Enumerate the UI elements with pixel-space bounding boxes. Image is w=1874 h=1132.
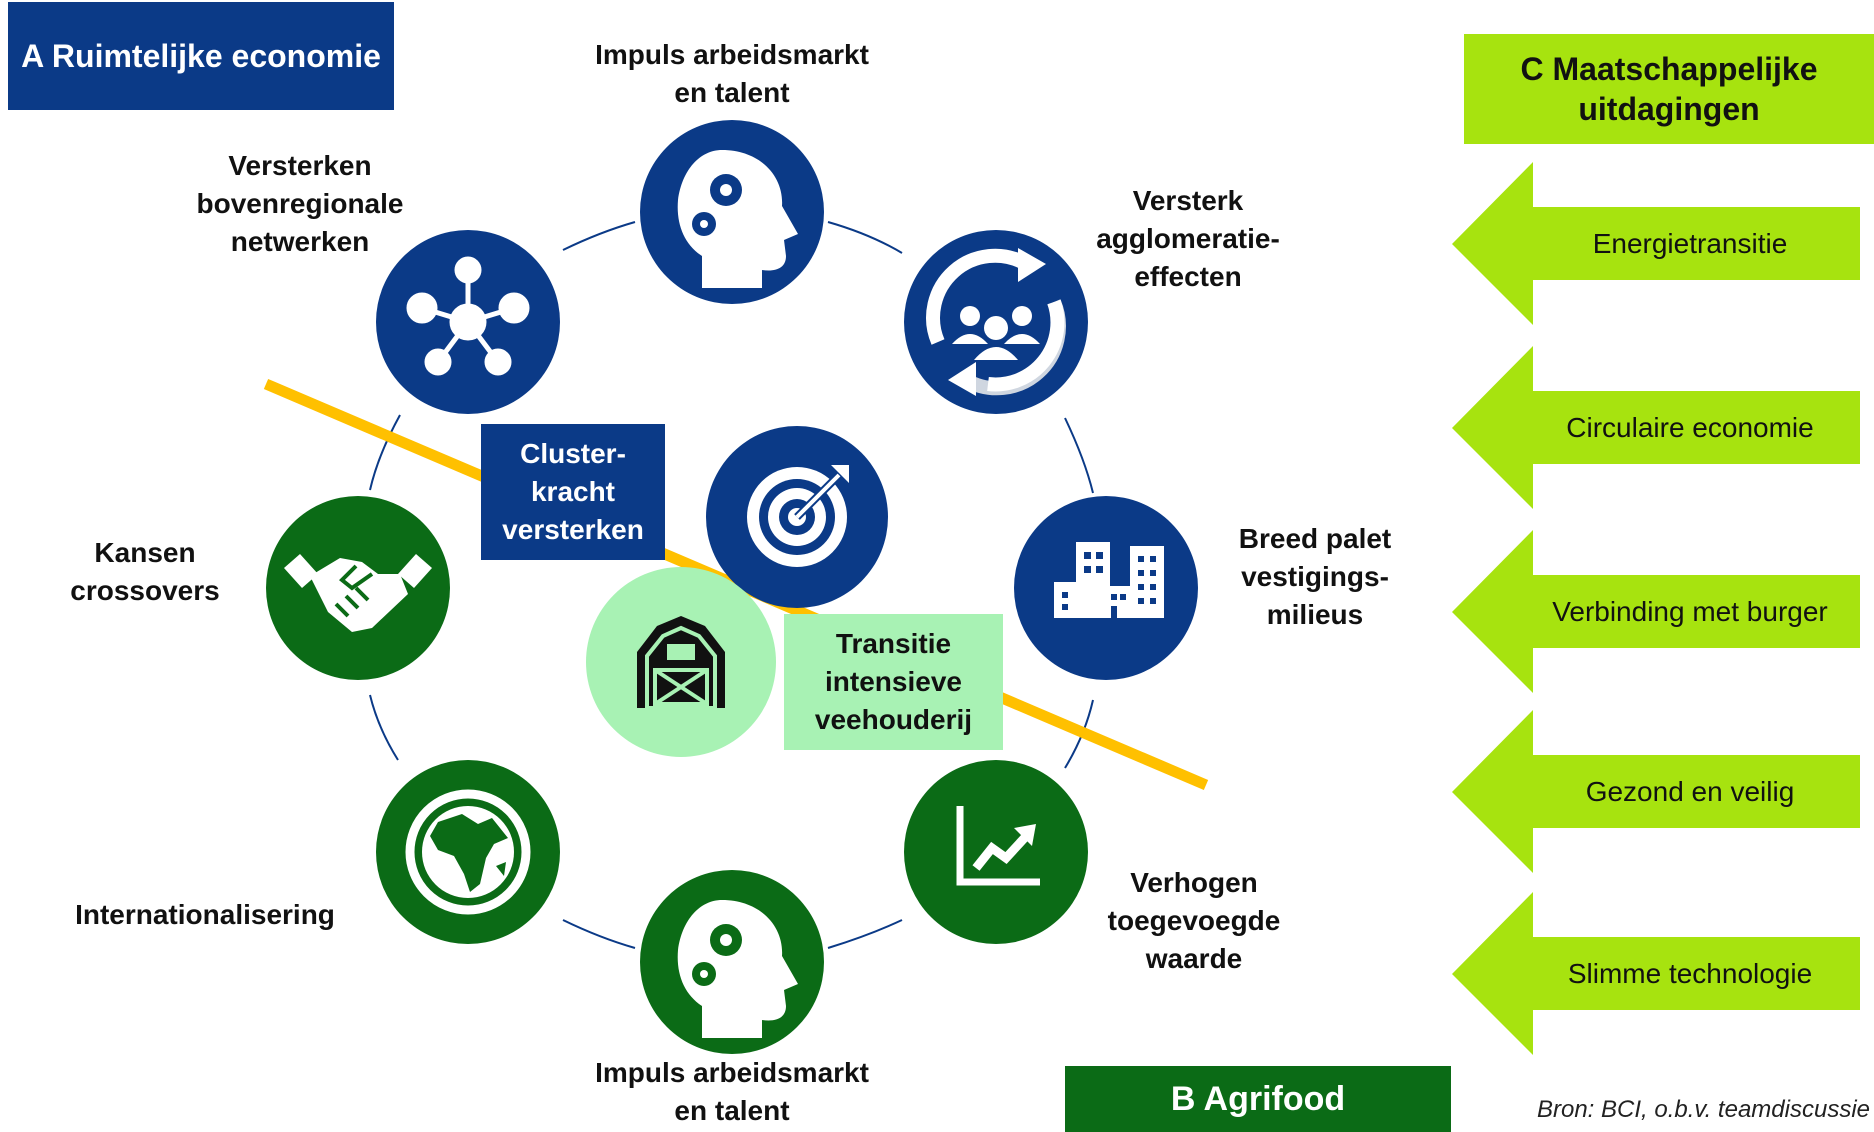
network-icon xyxy=(406,256,530,376)
ring-arc xyxy=(827,919,903,949)
challenge-arrow xyxy=(1452,346,1860,509)
title-c: C Maatschappelijke uitdagingen xyxy=(1520,51,1818,127)
head-gears-icon xyxy=(677,900,798,1038)
challenge-label: Circulaire economie xyxy=(1566,412,1814,443)
ring-arc xyxy=(369,694,399,761)
title-a-box: A Ruimtelijke economie xyxy=(8,2,394,110)
transitie-label: Transitie intensieve veehouderij xyxy=(814,628,973,735)
challenge-arrow xyxy=(1452,710,1860,873)
clusterkracht-label: Cluster- kracht versterken xyxy=(502,438,644,545)
people-cycle-icon xyxy=(926,248,1066,396)
label-vestigingsmilieus: Breed palet vestigings- milieus xyxy=(1238,523,1392,630)
handshake-icon xyxy=(284,554,432,632)
label-netwerken: Versterken bovenregionale netwerken xyxy=(196,150,404,257)
barn-icon xyxy=(637,616,725,710)
label-internationalisering: Internationalisering xyxy=(75,899,335,930)
rising-chart-icon xyxy=(956,806,1040,886)
challenge-label: Verbinding met burger xyxy=(1552,596,1828,627)
challenge-label: Slimme technologie xyxy=(1567,958,1813,989)
challenge-arrow xyxy=(1452,892,1860,1055)
label-crossovers: Kansen crossovers xyxy=(70,537,220,606)
source-note: Bron: BCI, o.b.v. teamdiscussie xyxy=(1536,1096,1870,1123)
title-c-box: C Maatschappelijke uitdagingen xyxy=(1464,34,1874,144)
label-toegevoegde-waarde: Verhogen toegevoegde waarde xyxy=(1107,867,1281,974)
head-gears-icon xyxy=(677,150,798,288)
buildings-icon xyxy=(1054,542,1164,618)
challenge-arrow xyxy=(1452,162,1860,325)
label-agglomeratie: Versterk agglomeratie- effecten xyxy=(1096,185,1280,292)
challenge-label: Gezond en veilig xyxy=(1585,776,1795,807)
challenge-arrow xyxy=(1452,530,1860,693)
target-icon xyxy=(747,465,849,567)
globe-icon xyxy=(405,789,531,915)
title-b-box: B Agrifood xyxy=(1065,1066,1451,1132)
transitie-box: Transitie intensieve veehouderij xyxy=(784,614,1003,750)
label-arbeidsmarkt-bottom: Impuls arbeidsmarkt en talent xyxy=(595,1057,869,1126)
ring-arc xyxy=(827,221,903,254)
ring-arc xyxy=(1064,417,1094,494)
ring-arc xyxy=(562,221,636,251)
ring-arc xyxy=(369,414,401,491)
challenge-label: Energietransitie xyxy=(1592,228,1788,259)
label-arbeidsmarkt-top: Impuls arbeidsmarkt en talent xyxy=(595,39,869,108)
ring-arc xyxy=(562,919,636,949)
title-b: B Agrifood xyxy=(1170,1079,1346,1118)
clusterkracht-box: Cluster- kracht versterken xyxy=(481,424,665,560)
title-a: A Ruimtelijke economie xyxy=(21,38,381,74)
